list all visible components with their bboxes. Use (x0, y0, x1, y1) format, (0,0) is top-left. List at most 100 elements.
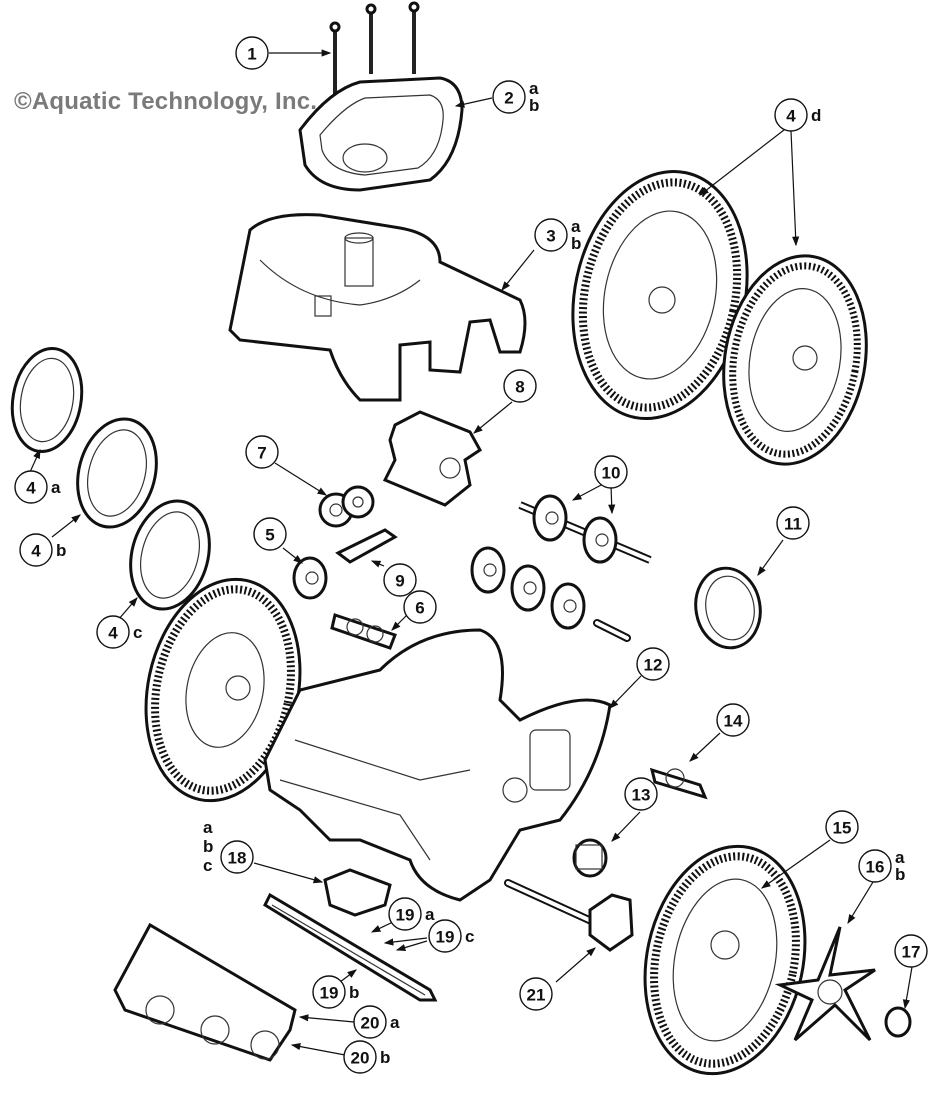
callout-circle (428, 919, 462, 953)
callout-circle (503, 369, 537, 403)
callout-suffix: c (465, 927, 474, 946)
callout-circle (96, 615, 130, 649)
callout-number: 7 (257, 444, 266, 463)
part-plug-17 (884, 1006, 912, 1038)
callout-1: 1 (235, 36, 269, 70)
callout-number: 19 (396, 906, 415, 925)
callout-circle (825, 810, 859, 844)
callout-circle (492, 80, 526, 114)
callout-6: 6 (403, 590, 437, 624)
part-shaft-6 (330, 613, 397, 650)
callout-number: 16 (866, 858, 885, 877)
callout-7: 7 (245, 435, 279, 469)
callout-circle (776, 506, 810, 540)
part-top-cover (298, 76, 464, 192)
callout-circle (774, 98, 808, 132)
part-bushing-13 (572, 838, 608, 878)
callout-number: 19 (320, 984, 339, 1003)
part-body-shell (228, 213, 527, 402)
callout-circle (220, 840, 254, 874)
callout-suffix: a (51, 478, 61, 497)
callout-circle (403, 590, 437, 624)
callout-17: 17 (894, 934, 928, 968)
part-axle-21 (504, 879, 634, 952)
copyright-notice: ©Aquatic Technology, Inc. (14, 88, 318, 115)
callout-number: 5 (265, 526, 274, 545)
part-housing-8 (382, 410, 482, 507)
callout-number: 4 (26, 479, 36, 498)
part-hub-16 (774, 926, 876, 1042)
callout-circle (594, 455, 628, 489)
callout-19c: 19 c (428, 919, 474, 953)
callout-number: 4 (108, 624, 118, 643)
callout-number: 4 (31, 542, 41, 561)
callout-suffix: d (811, 106, 821, 125)
callout-5: 5 (253, 517, 287, 551)
callout-circle (624, 777, 658, 811)
callout-number: 14 (724, 712, 743, 731)
callout-11: 11 (776, 506, 810, 540)
callout-circle (253, 517, 287, 551)
callout-circle (534, 218, 568, 252)
callout-suffix: b (56, 541, 66, 560)
callout-circle (19, 533, 53, 567)
callout-circle (519, 977, 553, 1011)
callout-number: 11 (784, 515, 802, 534)
callout-number: 9 (395, 572, 404, 591)
callout-number: 4 (786, 107, 796, 126)
part-wheel-15 (643, 844, 807, 1076)
callout-number: 8 (515, 378, 524, 397)
callout-circle (353, 1005, 387, 1039)
part-weight-18 (323, 868, 392, 917)
callout-circle (383, 563, 417, 597)
callout-19b: 19 b (312, 975, 359, 1009)
callout-circle (636, 647, 670, 681)
callout-number: 6 (415, 599, 424, 618)
callout-suffix: b (380, 1048, 390, 1067)
callout-suffix: b (349, 983, 359, 1002)
callout-8: 8 (503, 369, 537, 403)
part-screws (329, 1, 420, 94)
part-tire-4c (129, 499, 211, 611)
part-tire-4b (76, 417, 158, 529)
part-gear-5 (292, 556, 328, 600)
callout-number: 17 (902, 943, 921, 962)
callout-number: 1 (247, 45, 256, 64)
callout-15: 15 (825, 810, 859, 844)
callout-13: 13 (624, 777, 658, 811)
callout-number: 2 (504, 89, 513, 108)
callout-number: 19 (436, 928, 455, 947)
part-shaft-14 (649, 767, 708, 800)
callout-suffix: c (133, 623, 142, 642)
callout-circle (235, 36, 269, 70)
callout-10: 10 (594, 455, 628, 489)
callout-number: 21 (527, 986, 546, 1005)
part-gear-shaft-10 (518, 494, 652, 564)
callout-circle (343, 1040, 377, 1074)
part-wheel-4d-front (722, 254, 868, 466)
callout-number: 18 (228, 849, 247, 868)
part-skirt-19 (263, 892, 438, 1002)
callout-circle (858, 849, 892, 883)
callout-21: 21 (519, 977, 553, 1011)
part-wheel-4d-back (571, 169, 749, 421)
part-tire-4a (10, 346, 84, 454)
part-flap-9 (335, 528, 398, 564)
callout-circle (388, 897, 422, 931)
callout-14: 14 (716, 703, 750, 737)
part-gears-loose (470, 546, 631, 642)
